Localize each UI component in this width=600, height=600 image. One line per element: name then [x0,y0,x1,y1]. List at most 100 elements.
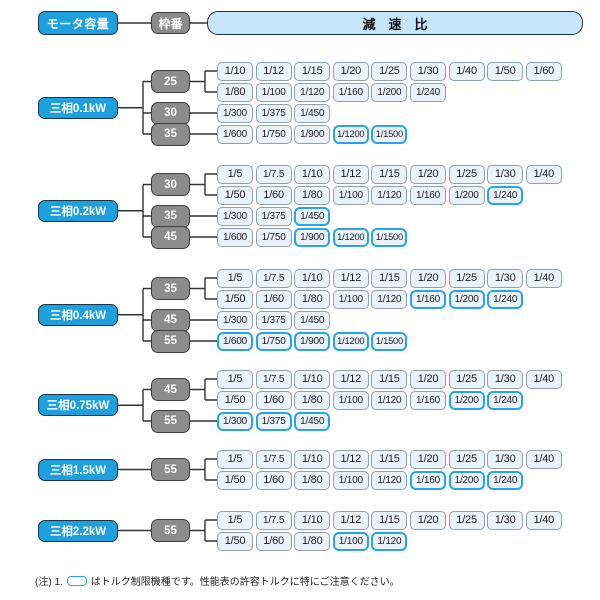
frame-size-box: 55 [151,329,190,353]
capacity-label: 三相0.75kW [38,394,118,417]
ratio-cell-limited: 1/200 [448,470,485,490]
ratio-cell: 1/100 [255,82,292,102]
ratio-cell-limited: 1/750 [255,331,292,351]
capacity-label: 三相0.2kW [38,199,118,222]
ratio-cell: 1/200 [371,82,408,102]
frame-size-box: 35 [151,277,190,300]
ratio-cell: 1/450 [294,103,331,123]
ratio-cell: 1/750 [255,227,292,247]
ratio-cell: 1/300 [217,206,253,226]
ratio-cell: 1/375 [255,310,292,330]
ratio-cell-limited: 1/240 [487,470,524,490]
ratio-cell: 1/12 [332,449,369,469]
ratio-cell: 1/20 [410,164,446,184]
ratio-cell-limited: 1/160 [410,289,446,309]
ratio-cell: 1/20 [410,369,446,389]
frame-size-box: 35 [151,204,190,228]
capacity-label: 三相2.2kW [38,519,118,542]
ratio-cell: 1/375 [255,103,292,123]
ratio-cell: 1/50 [217,185,253,205]
ratio-cell: 1/60 [255,531,292,551]
ratio-cell: 1/10 [294,268,331,288]
ratio-cell: 1/30 [487,268,524,288]
ratio-cell: 1/80 [217,82,253,102]
ratio-cell: 1/7.5 [255,510,292,530]
ratio-cell: 1/7.5 [255,449,292,469]
ratio-cell: 1/600 [217,124,253,144]
ratio-cell: 1/60 [255,470,292,490]
ratio-cell: 1/10 [217,61,253,81]
ratio-cell: 1/240 [410,82,446,102]
ratio-cell: 1/12 [255,61,292,81]
ratio-cell: 1/20 [332,61,369,81]
ratio-cell-limited: 1/600 [217,331,253,351]
ratio-cell: 1/50 [217,470,253,490]
ratio-cell: 1/120 [371,185,408,205]
ratio-cell: 1/5 [217,369,253,389]
frame-size-box: 45 [151,378,190,401]
ratio-cell: 1/40 [525,268,562,288]
ratio-cell: 1/5 [217,268,253,288]
ratio-cell: 1/10 [294,164,331,184]
capacity-label: 三相1.5kW [38,458,118,481]
ratio-cell-limited: 1/200 [448,289,485,309]
ratio-cell: 1/100 [332,185,369,205]
ratio-cell: 1/30 [487,449,524,469]
ratio-cell: 1/50 [217,289,253,309]
ratio-cell: 1/10 [294,369,331,389]
ratio-cell: 1/600 [217,227,253,247]
ratio-cell: 1/40 [525,449,562,469]
frame-size-box: 55 [151,519,190,542]
ratio-cell: 1/80 [294,531,331,551]
ratio-cell: 1/60 [255,289,292,309]
ratio-cell-limited: 1/1200 [332,124,369,144]
ratio-cell: 1/25 [448,164,485,184]
ratio-cell: 1/120 [371,289,408,309]
ratio-cell: 1/100 [332,289,369,309]
ratio-cell-limited: 1/900 [294,227,331,247]
ratio-cell: 1/300 [217,310,253,330]
ratio-cell: 1/30 [410,61,446,81]
ratio-cell-limited: 1/160 [410,470,446,490]
ratio-cell: 1/160 [410,185,446,205]
ratio-cell: 1/375 [255,206,292,226]
ratio-cell: 1/50 [487,61,524,81]
ratio-cell-limited: 1/200 [448,390,485,410]
ratio-cell: 1/80 [294,470,331,490]
ratio-cell: 1/25 [448,510,485,530]
header-frame-number: 枠番 [151,12,190,34]
ratio-cell: 1/25 [371,61,408,81]
ratio-cell-limited: 1/450 [294,411,331,431]
ratio-cell: 1/450 [294,310,331,330]
ratio-cell-limited: 1/240 [487,289,524,309]
ratio-cell: 1/10 [294,510,331,530]
ratio-cell: 1/120 [294,82,331,102]
header-motor-capacity: モータ容量 [38,11,118,35]
ratio-cell-limited: 1/1500 [371,124,408,144]
ratio-cell: 1/750 [255,124,292,144]
ratio-cell: 1/7.5 [255,268,292,288]
ratio-cell: 1/15 [294,61,331,81]
capacity-label: 三相0.4kW [38,303,118,326]
ratio-cell: 1/80 [294,390,331,410]
torque-limited-sample-box [66,575,87,586]
ratio-cell: 1/12 [332,164,369,184]
ratio-cell: 1/30 [487,510,524,530]
ratio-cell: 1/60 [255,390,292,410]
ratio-cell: 1/25 [448,369,485,389]
frame-size-box: 30 [151,173,190,196]
ratio-cell: 1/120 [371,390,408,410]
ratio-cell-limited: 1/100 [332,531,369,551]
ratio-cell-limited: 1/450 [294,206,331,226]
ratio-cell: 1/7.5 [255,369,292,389]
ratio-cell: 1/200 [448,185,485,205]
ratio-cell: 1/15 [371,164,408,184]
ratio-cell: 1/40 [525,510,562,530]
frame-size-box: 55 [151,458,190,481]
frame-size-box: 45 [151,225,190,249]
ratio-cell: 1/5 [217,164,253,184]
ratio-cell: 1/50 [217,390,253,410]
ratio-cell: 1/15 [371,510,408,530]
